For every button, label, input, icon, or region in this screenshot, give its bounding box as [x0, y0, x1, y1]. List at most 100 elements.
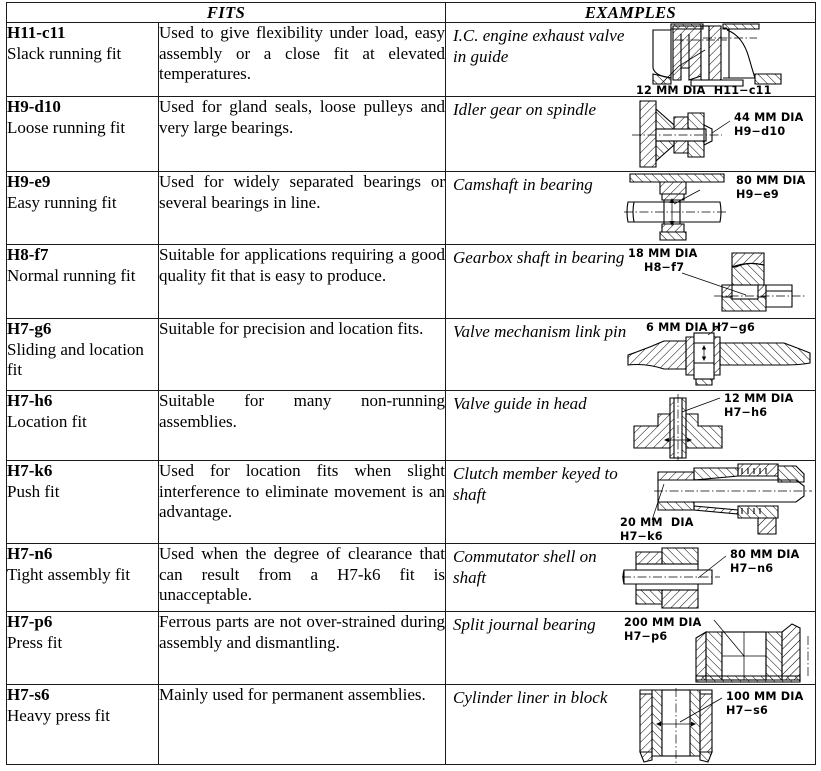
table-row: H9-d10 Loose running fit Used for gland … — [6, 96, 817, 172]
figure-valve-guide-in-head: 12 MM DIA H7−h6 — [624, 392, 815, 460]
annotation-text-2: H9−e9 — [736, 188, 779, 201]
annotation-text-2: H7−n6 — [730, 562, 773, 575]
figure-clutch-member-keyed-to-shaft: 20 MM DIA H7−k6 — [618, 462, 815, 543]
fit-code: H7-s6 — [7, 685, 50, 704]
annotation-text-2: H8−f7 — [644, 261, 684, 274]
example-label: I.C. engine exhaust valve in guide — [453, 26, 625, 66]
annotation-text: 12 MM DIA H11−c11 — [636, 84, 772, 97]
fit-description: Used for gland seals, loose pulleys and … — [157, 96, 447, 172]
fit-description: Used for location fits when slight inter… — [157, 460, 447, 544]
example-cell: Clutch member keyed to shaft — [445, 460, 817, 544]
fit-code-cell: H11-c11 Slack running fit — [6, 22, 159, 97]
fit-code-cell: H7-h6 Location fit — [6, 390, 159, 461]
figure-camshaft-in-bearing: 80 MM DIA H9−e9 — [624, 173, 815, 244]
example-cell: Gearbox shaft in bearing 18 MM DIA H8−f7 — [445, 244, 817, 319]
table-row: H7-n6 Tight assembly fit Used when the d… — [6, 543, 817, 612]
fit-code: H7-k6 — [7, 461, 53, 480]
fit-name: Easy running fit — [7, 192, 117, 212]
fit-description: Suitable for many non-running assemblies… — [157, 390, 447, 461]
table-row: H7-h6 Location fit Suitable for many non… — [6, 390, 817, 461]
figure-valve-mechanism-link-pin: 6 MM DIA H7−g6 — [624, 320, 815, 390]
fit-code: H7-g6 — [7, 319, 52, 338]
fit-code-cell: H7-n6 Tight assembly fit — [6, 543, 159, 612]
figure-commutator-shell-on-shaft: 80 MM DIA H7−n6 — [622, 546, 815, 611]
fits-and-examples-table: FITS EXAMPLES H11-c11 Slack running fit … — [5, 2, 817, 765]
fit-description: Ferrous parts are not over-strained duri… — [157, 611, 447, 685]
figure-idler-gear-on-spindle: 44 MM DIA H9−d10 — [626, 99, 815, 171]
annotation-text: 200 MM DIA — [624, 616, 702, 629]
example-label: Idler gear on spindle — [453, 100, 597, 119]
table-row: H7-s6 Heavy press fit Mainly used for pe… — [6, 684, 817, 765]
table-header-row: FITS EXAMPLES — [5, 2, 817, 23]
table-row: H7-g6 Sliding and location fit Suitable … — [6, 318, 817, 391]
fit-code: H8-f7 — [7, 245, 49, 264]
example-cell: I.C. engine exhaust valve in guide — [445, 22, 817, 97]
fit-code: H9-e9 — [7, 172, 51, 191]
fit-code-cell: H9-d10 Loose running fit — [6, 96, 159, 172]
fit-code: H9-d10 — [7, 97, 61, 116]
example-cell: Idler gear on spindle — [445, 96, 817, 172]
example-cell: Cylinder liner in block — [445, 684, 817, 765]
example-label: Commutator shell on shaft — [453, 547, 597, 587]
fit-code: H7-h6 — [7, 391, 53, 410]
figure-exhaust-valve-in-guide: 12 MM DIA H11−c11 — [631, 23, 815, 97]
fit-code-cell: H9-e9 Easy running fit — [6, 171, 159, 245]
annotation-text: 44 MM DIA — [734, 111, 804, 124]
example-label: Valve mechanism link pin — [453, 322, 627, 341]
fit-code-cell: H7-g6 Sliding and location fit — [6, 318, 159, 391]
annotation-text: 12 MM DIA — [724, 392, 794, 405]
fit-code: H7-p6 — [7, 612, 53, 631]
fit-code-cell: H7-k6 Push fit — [6, 460, 159, 544]
fit-code-cell: H7-p6 Press fit — [6, 611, 159, 685]
annotation-text: 80 MM DIA — [730, 548, 800, 561]
fit-description: Used to give flexibility under load, eas… — [157, 22, 447, 97]
table-row: H7-k6 Push fit Used for location fits wh… — [6, 460, 817, 544]
fit-description: Suitable for applications requiring a go… — [157, 244, 447, 319]
annotation-text-2: H7−s6 — [726, 704, 768, 717]
fit-name: Location fit — [7, 411, 87, 431]
fit-description: Used for widely separated bearings or se… — [157, 171, 447, 245]
fit-name: Press fit — [7, 632, 63, 652]
figure-cylinder-liner-in-block: 100 MM DIA H7−s6 — [618, 688, 815, 764]
example-cell: Valve mechanism link pin 6 MM DIA H7−g6 — [445, 318, 817, 391]
example-cell: Valve guide in head — [445, 390, 817, 461]
fit-name: Heavy press fit — [7, 705, 110, 725]
table-row: H7-p6 Press fit Ferrous parts are not ov… — [6, 611, 817, 685]
annotation-text-2: H9−d10 — [734, 125, 785, 138]
fit-code: H11-c11 — [7, 23, 66, 42]
header-fits: FITS — [5, 2, 447, 23]
annotation-text: 6 MM DIA H7−g6 — [646, 321, 755, 334]
example-cell: Split journal bearing 200 MM DIA H7−p6 — [445, 611, 817, 685]
example-label: Gearbox shaft in bearing — [453, 248, 625, 267]
example-cell: Camshaft in bearing — [445, 171, 817, 245]
fit-name: Normal running fit — [7, 265, 136, 285]
table-row: H8-f7 Normal running fit Suitable for ap… — [6, 244, 817, 319]
fit-code: H7-n6 — [7, 544, 53, 563]
annotation-text-2: H7−k6 — [620, 530, 663, 543]
fit-name: Sliding and location fit — [7, 339, 144, 380]
table-row: H11-c11 Slack running fit Used to give f… — [6, 22, 817, 97]
annotation-text-2: H7−p6 — [624, 630, 667, 643]
example-label: Split journal bearing — [453, 615, 596, 634]
annotation-text: 80 MM DIA — [736, 174, 806, 187]
example-label: Valve guide in head — [453, 394, 587, 413]
fit-description: Mainly used for permanent assemblies. — [157, 684, 447, 765]
header-examples: EXAMPLES — [445, 2, 817, 23]
figure-gearbox-shaft-in-bearing: 18 MM DIA H8−f7 — [626, 246, 815, 318]
figure-split-journal-bearing: 200 MM DIA H7−p6 — [622, 614, 815, 684]
fit-name: Loose running fit — [7, 117, 126, 137]
example-label: Clutch member keyed to shaft — [453, 464, 618, 504]
annotation-text: 20 MM DIA — [620, 516, 694, 529]
fit-code-cell: H8-f7 Normal running fit — [6, 244, 159, 319]
example-label: Camshaft in bearing — [453, 175, 593, 194]
example-label: Cylinder liner in block — [453, 688, 608, 707]
fit-description: Suitable for precision and location fits… — [157, 318, 447, 391]
annotation-text-2: H7−h6 — [724, 406, 767, 419]
example-cell: Commutator shell on shaft — [445, 543, 817, 612]
fit-description: Used when the degree of clearance that c… — [157, 543, 447, 612]
table-row: H9-e9 Easy running fit Used for widely s… — [6, 171, 817, 245]
fit-name: Push fit — [7, 481, 60, 501]
annotation-text: 100 MM DIA — [726, 690, 804, 703]
fit-name: Slack running fit — [7, 43, 122, 63]
fit-name: Tight assembly fit — [7, 564, 131, 584]
